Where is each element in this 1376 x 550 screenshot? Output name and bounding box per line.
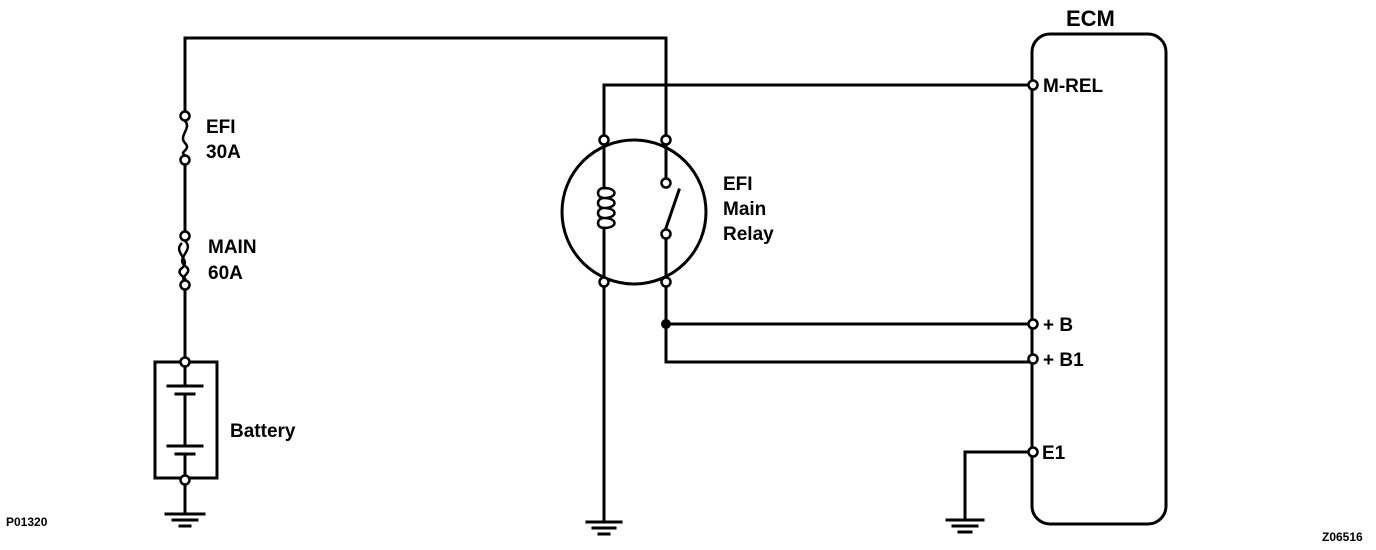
m-rel-wire: [602, 79, 1039, 137]
figure-code-right: Z06516: [1322, 530, 1363, 544]
figure-code-left: P01320: [6, 515, 48, 529]
e1-ground-wire: [963, 446, 1039, 520]
relay-label-line3: Relay: [723, 224, 774, 245]
pin-e1: E1: [1042, 443, 1066, 464]
pin-plus-b: + B: [1043, 315, 1073, 336]
relay-ground-icon: [585, 520, 623, 536]
main-fusible-link: [177, 230, 191, 360]
ecm-box: [1030, 32, 1168, 526]
efi-fuse-name: EFI: [206, 117, 236, 138]
battery: [153, 356, 219, 514]
battery-ground-icon: [164, 512, 206, 528]
relay-label-line2: Main: [723, 199, 766, 220]
pin-plus-b1: + B1: [1043, 350, 1084, 371]
main-fuse-rating: 60A: [208, 263, 243, 284]
main-fuse-name: MAIN: [208, 237, 257, 258]
pin-m-rel: M-REL: [1043, 76, 1104, 97]
relay-label-line1: EFI: [723, 174, 753, 195]
efi-fuse-rating: 30A: [206, 142, 241, 163]
e1-ground-icon: [945, 518, 985, 534]
battery-label: Battery: [230, 421, 296, 442]
efi-fuse: [179, 110, 191, 234]
plus-b-wires: [661, 285, 1039, 365]
battery-feed-wire: [183, 36, 668, 140]
efi-main-relay: [560, 134, 708, 288]
ecm-title: ECM: [1066, 6, 1115, 31]
